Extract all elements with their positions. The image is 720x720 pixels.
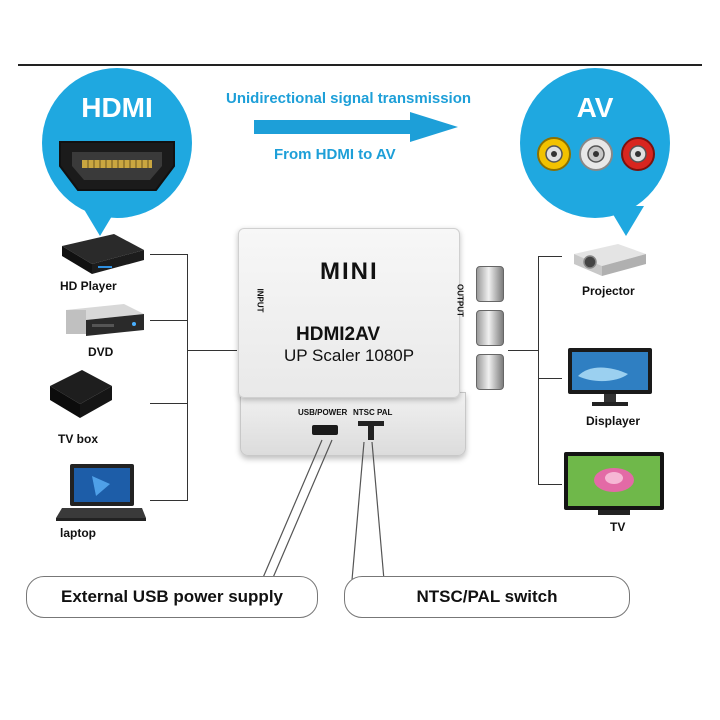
input-label-tv-box: TV box: [58, 432, 99, 446]
device-model: HDMI2AV: [296, 324, 381, 345]
tv-box-icon: [50, 370, 112, 418]
hdmi-bubble-tail: [82, 206, 118, 236]
connector-line: [508, 350, 538, 351]
rca-jacks-icon: [537, 137, 655, 171]
signal-direction: From HDMI to AV: [274, 146, 396, 163]
connector-line: [538, 484, 562, 485]
ntsc-pal-switch-knob: [368, 426, 374, 440]
connector-line: [150, 403, 188, 404]
av-bubble-tail: [608, 206, 644, 236]
rca-output-port: [476, 310, 504, 346]
ntsc-pal-switch: [358, 421, 384, 426]
rca-output-port: [476, 266, 504, 302]
ntsc-label: NTSC: [353, 408, 375, 417]
laptop-icon: [56, 464, 146, 521]
connector-line: [150, 320, 188, 321]
dvd-player-icon: [66, 304, 144, 336]
device-subtitle: UP Scaler 1080P: [284, 346, 415, 365]
input-label-hd-player: HD Player: [60, 279, 117, 293]
input-label-laptop: laptop: [60, 526, 96, 540]
input-label-dvd: DVD: [88, 345, 114, 359]
pal-label: PAL: [377, 408, 393, 417]
av-title: AV: [576, 92, 614, 123]
monitor-icon: [568, 348, 652, 406]
connector-line: [187, 350, 237, 351]
hd-player-icon: [62, 234, 144, 274]
connector-line: [150, 254, 188, 255]
usb-port-label: USB/POWER: [298, 408, 348, 417]
ntsc-pal-callout: NTSC/PAL switch: [344, 576, 630, 618]
output-label-displayer: Displayer: [586, 414, 641, 428]
connector-line: [538, 256, 539, 484]
hdmi-title: HDMI: [81, 92, 153, 123]
signal-description: Unidirectional signal transmission: [226, 90, 472, 107]
connector-line: [538, 378, 562, 379]
output-label-projector: Projector: [582, 284, 635, 298]
usb-power-port: [312, 425, 338, 435]
right-arrow-icon: [254, 112, 458, 142]
rca-output-port: [476, 354, 504, 390]
top-divider: [18, 64, 702, 66]
usb-power-callout: External USB power supply: [26, 576, 318, 618]
converter-box: [238, 228, 460, 398]
connector-line: [538, 256, 562, 257]
hdmi-connector-icon: [59, 141, 175, 191]
output-label-tv: TV: [610, 520, 626, 534]
device-brand: MINI: [320, 258, 379, 285]
connector-line: [187, 254, 188, 501]
projector-icon: [574, 244, 646, 276]
connector-line: [150, 500, 188, 501]
tv-icon: [564, 452, 664, 515]
